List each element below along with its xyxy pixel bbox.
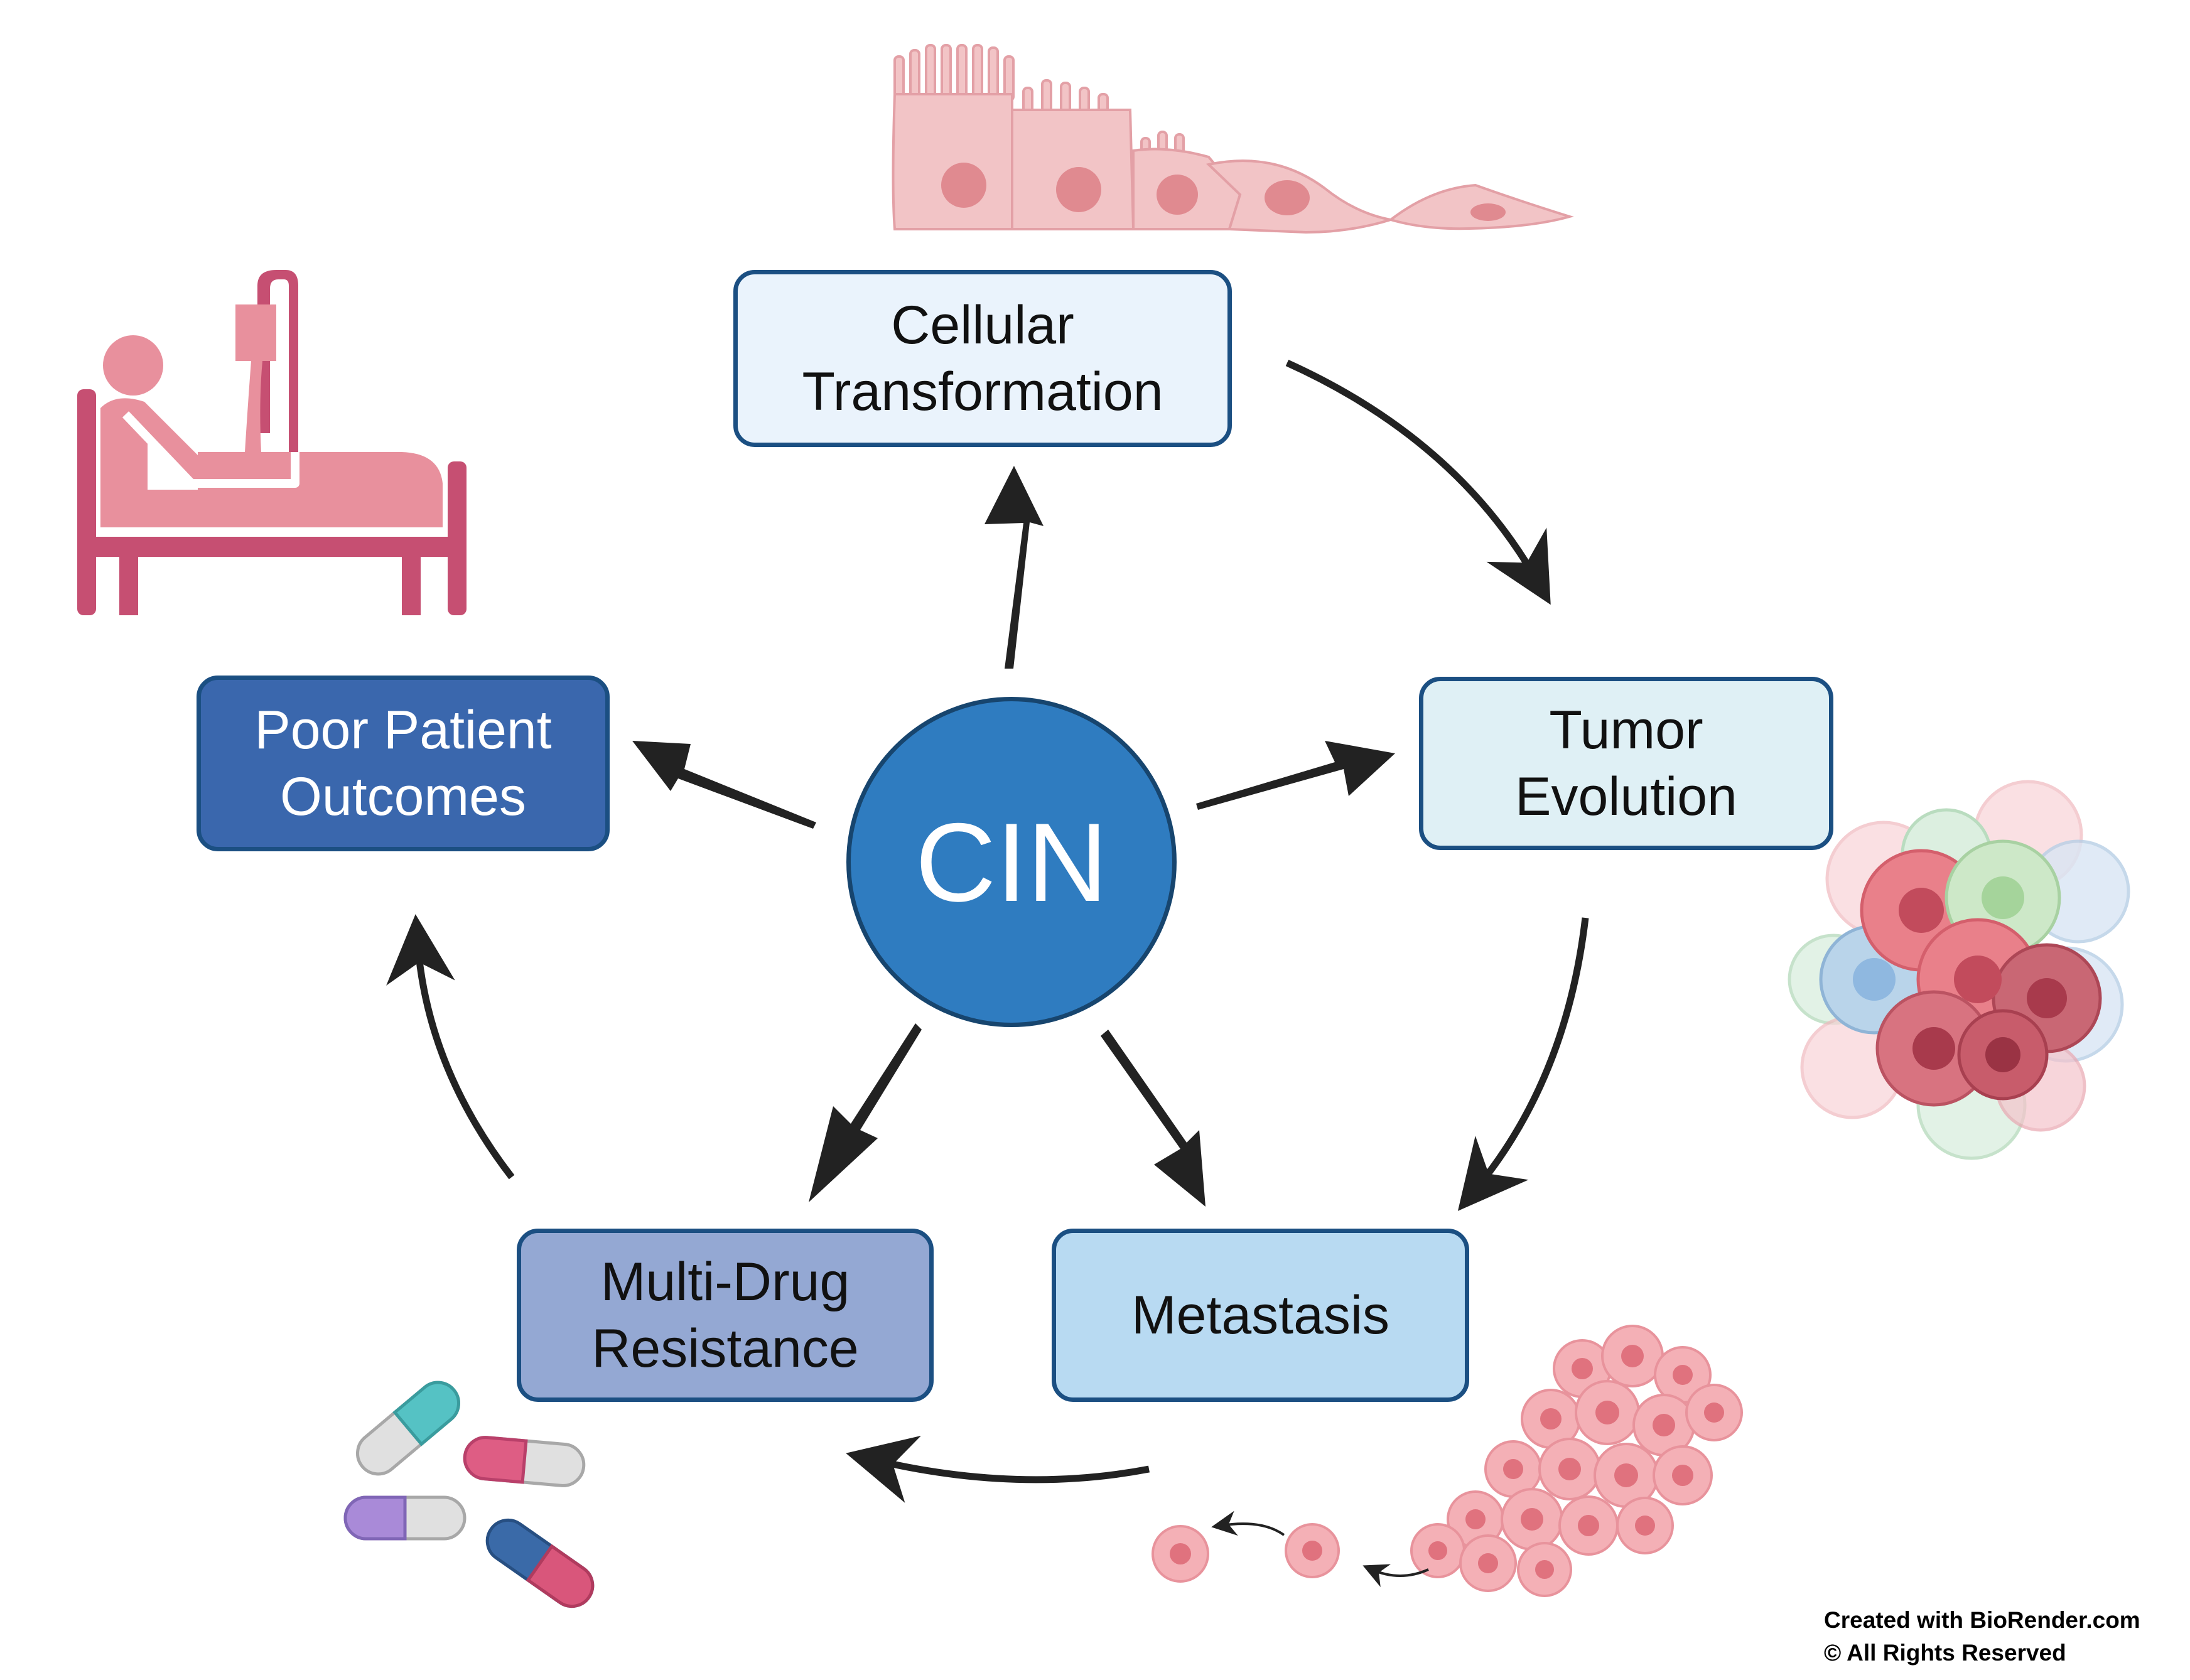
cycle-arrows <box>386 359 1589 1503</box>
metastasis-cells-illustration <box>1152 1325 1743 1597</box>
credit-text: Created with BioRender.com © All Rights … <box>1824 1604 2140 1669</box>
credit-line-2: © All Rights Reserved <box>1824 1640 2066 1666</box>
credit-line-1: Created with BioRender.com <box>1824 1607 2140 1633</box>
cin-label: CIN <box>915 799 1108 925</box>
node-poor-patient-outcomes-label: Poor Patient Outcomes <box>254 700 552 827</box>
node-metastasis: Metastasis <box>1052 1229 1469 1402</box>
cin-arrows <box>632 466 1395 1207</box>
arrow-cin-to-poor <box>632 741 816 829</box>
arrow-cin-to-cellular <box>984 466 1044 669</box>
tumor-cell-cluster-illustration <box>1788 780 2130 1160</box>
node-tumor-evolution-label: Tumor Evolution <box>1515 700 1737 827</box>
arrow-cin-to-tumor <box>1196 741 1395 810</box>
node-cellular-transformation-label: Cellular Transformation <box>802 295 1163 422</box>
node-tumor-evolution: Tumor Evolution <box>1419 677 1833 850</box>
arrow-metastasis-to-mdr <box>846 1435 1150 1503</box>
node-multi-drug-resistance-label: Multi-Drug Resistance <box>591 1252 859 1379</box>
arrow-tumor-to-metastasis <box>1457 917 1589 1211</box>
capsules-pills-icon <box>343 1381 595 1608</box>
cin-center-node: CIN <box>846 697 1177 1027</box>
node-poor-patient-outcomes: Poor Patient Outcomes <box>197 676 610 851</box>
arrow-mdr-to-poor <box>386 914 515 1180</box>
arrow-cin-to-metastasis <box>1101 1030 1206 1207</box>
hospital-bed-patient-icon <box>77 270 467 615</box>
arrow-cellular-to-tumor <box>1285 359 1551 605</box>
arrow-cin-to-mdr <box>809 1023 922 1202</box>
node-metastasis-label: Metastasis <box>1131 1285 1390 1345</box>
epithelial-cells-illustration <box>892 44 1575 234</box>
node-multi-drug-resistance: Multi-Drug Resistance <box>517 1229 934 1402</box>
node-cellular-transformation: Cellular Transformation <box>733 270 1232 447</box>
